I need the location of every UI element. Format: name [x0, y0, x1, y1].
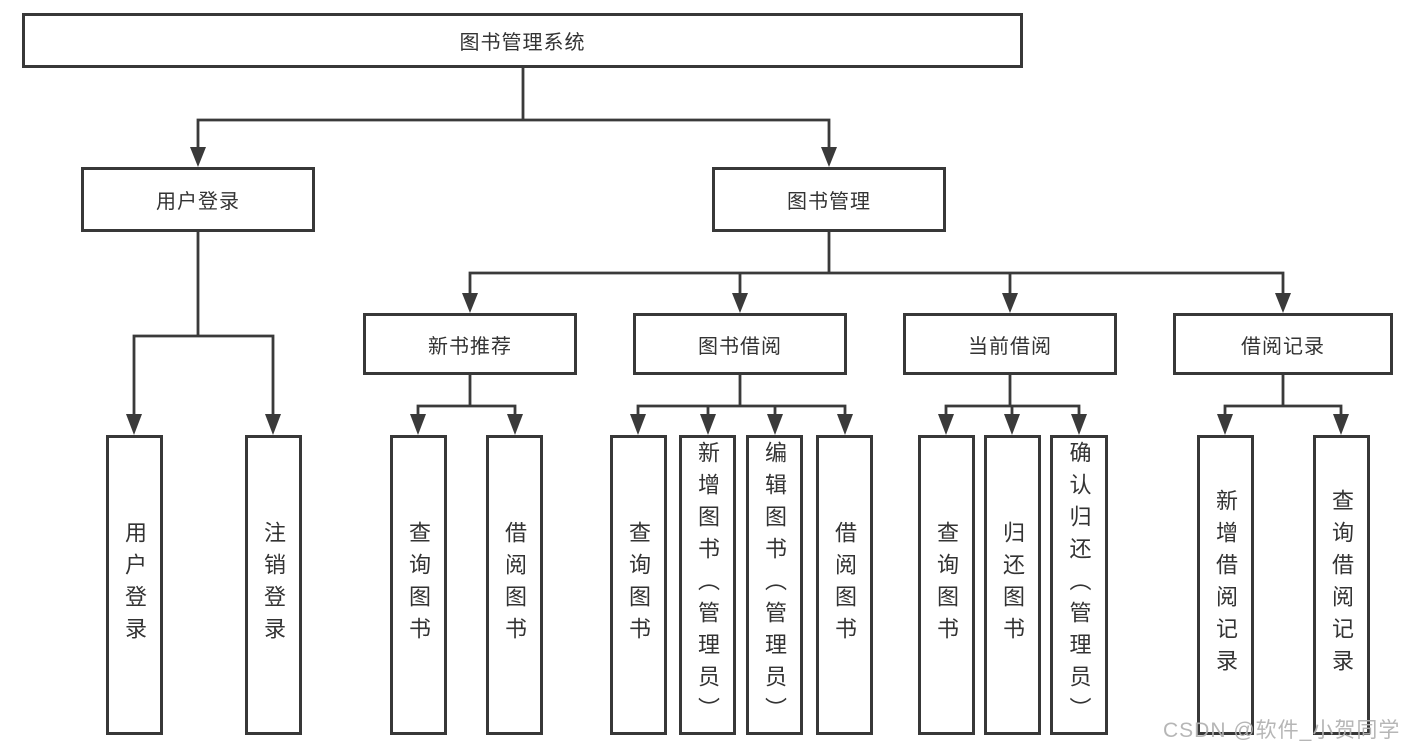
leaf-query-borrow-record: 查询借阅记录: [1313, 435, 1370, 735]
leaf-query-books-3: 查询图书: [918, 435, 975, 735]
csdn-watermark: CSDN @软件_小贺同学: [1163, 719, 1401, 742]
arrowhead-down-icon-level3: [462, 293, 1291, 313]
leaf-query-books-2: 查询图书: [610, 435, 667, 735]
connector-newbook-to-leaves: [416, 373, 517, 418]
connector-bookmgmt-to-level3: [468, 230, 1285, 295]
node-book-management-branch: 图书管理: [712, 167, 946, 232]
leaf-edit-books-admin: 编辑图书（管理员）: [746, 435, 803, 735]
connector-borrow-to-leaves: [636, 373, 847, 418]
node-book-borrowing: 图书借阅: [633, 313, 847, 375]
leaf-borrow-books-1: 借阅图书: [486, 435, 543, 735]
node-user-login-branch: 用户登录: [81, 167, 315, 232]
leaf-logout: 注销登录: [245, 435, 302, 735]
arrowhead-down-icon-borrow-leaves: [630, 414, 853, 435]
connector-userlogin-to-leaves: [132, 230, 275, 417]
connector-current-to-leaves: [944, 373, 1081, 418]
arrowhead-down-icon-userlogin-leaves: [126, 414, 281, 435]
leaf-confirm-return-admin: 确认归还（管理员）: [1050, 435, 1108, 735]
leaf-add-borrow-record: 新增借阅记录: [1197, 435, 1254, 735]
arrowhead-down-icon-current-leaves: [938, 414, 1087, 435]
arrowhead-down-icon-newbook-leaves: [410, 414, 523, 435]
node-new-book-recommend: 新书推荐: [363, 313, 577, 375]
arrowhead-down-icon-records-leaves: [1217, 414, 1349, 435]
node-current-borrowing: 当前借阅: [903, 313, 1117, 375]
leaf-user-login: 用户登录: [106, 435, 163, 735]
leaf-query-books-1: 查询图书: [390, 435, 447, 735]
leaf-add-books-admin: 新增图书（管理员）: [679, 435, 736, 735]
node-borrowing-records: 借阅记录: [1173, 313, 1393, 375]
connector-records-to-leaves: [1223, 373, 1343, 418]
node-root-system: 图书管理系统: [22, 13, 1023, 68]
connector-root-to-level2: [196, 66, 831, 150]
leaf-return-books: 归还图书: [984, 435, 1041, 735]
leaf-borrow-books-2: 借阅图书: [816, 435, 873, 735]
arrowhead-down-icon-level2: [190, 147, 837, 167]
